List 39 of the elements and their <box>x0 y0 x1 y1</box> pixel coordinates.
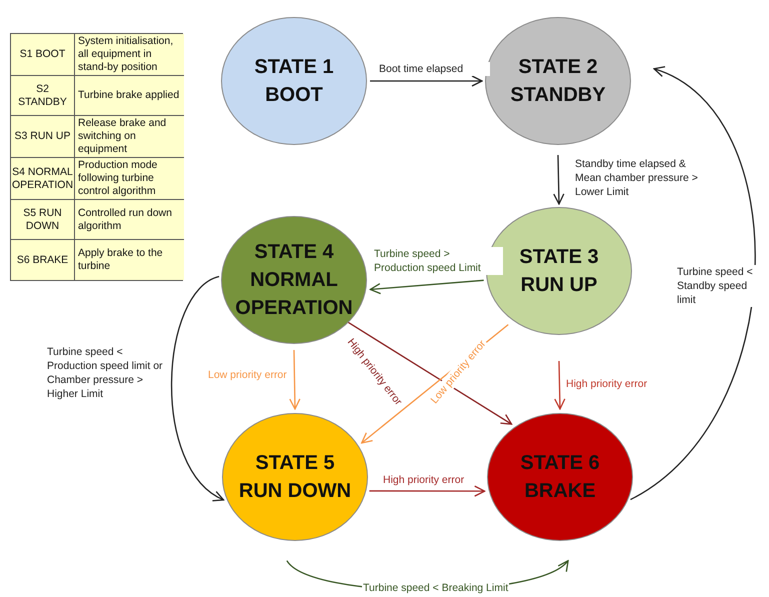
state-name: STANDBY <box>510 83 606 108</box>
state-name: STATE 5 <box>255 451 335 476</box>
state-name: STATE 6 <box>520 451 600 476</box>
state-code-cell: S1 BOOT <box>11 34 75 76</box>
state-description-cell: Controlled run down algorithm <box>75 200 184 240</box>
edge-label: Turbine speed > Production speed Limit <box>373 247 503 275</box>
edge-label: High priority error <box>382 473 466 487</box>
state-description-cell: System initialisation, all equipment in stand-by position <box>75 34 184 76</box>
arrow <box>630 68 756 500</box>
state-name: RUN DOWN <box>238 479 352 504</box>
state-description-cell: Production mode following turbine control algorithm <box>75 158 184 200</box>
state-description-cell: Apply brake to the turbine <box>75 240 184 280</box>
state-code-cell: S2 STANDBY <box>11 76 75 116</box>
state-name: STATE 1 <box>254 55 334 80</box>
arrow <box>346 320 512 425</box>
state-name: NORMAL OPERATION <box>234 268 354 321</box>
edge-label: Boot time elapsed <box>378 62 490 76</box>
state-description-cell: Release brake and switching on equipment <box>75 116 184 158</box>
state-name: BOOT <box>265 83 323 108</box>
edge-label: Low priority error <box>207 368 288 382</box>
arrow <box>289 350 300 410</box>
arrow <box>369 485 486 497</box>
arrow <box>554 360 566 410</box>
arrow <box>170 276 224 501</box>
state-code-cell: S3 RUN UP <box>11 116 75 158</box>
state-code-cell: S6 BRAKE <box>11 240 75 280</box>
state-name: RUN UP <box>520 273 598 298</box>
state-name: STATE 3 <box>519 245 599 270</box>
state-name: BRAKE <box>524 479 596 504</box>
state-name: STATE 4 <box>254 240 334 265</box>
arrow <box>553 154 564 205</box>
arrow <box>370 75 483 87</box>
arrow <box>370 280 484 294</box>
state-description-cell: Turbine brake applied <box>75 76 184 116</box>
state-code-cell: S4 NORMAL OPERATION <box>11 158 75 200</box>
edge-label: High priority error <box>565 377 648 391</box>
state-name: STATE 2 <box>518 55 598 80</box>
state-code-cell: S5 RUN DOWN <box>11 200 75 240</box>
edge-label: Turbine speed < Breaking Limit <box>362 581 510 595</box>
